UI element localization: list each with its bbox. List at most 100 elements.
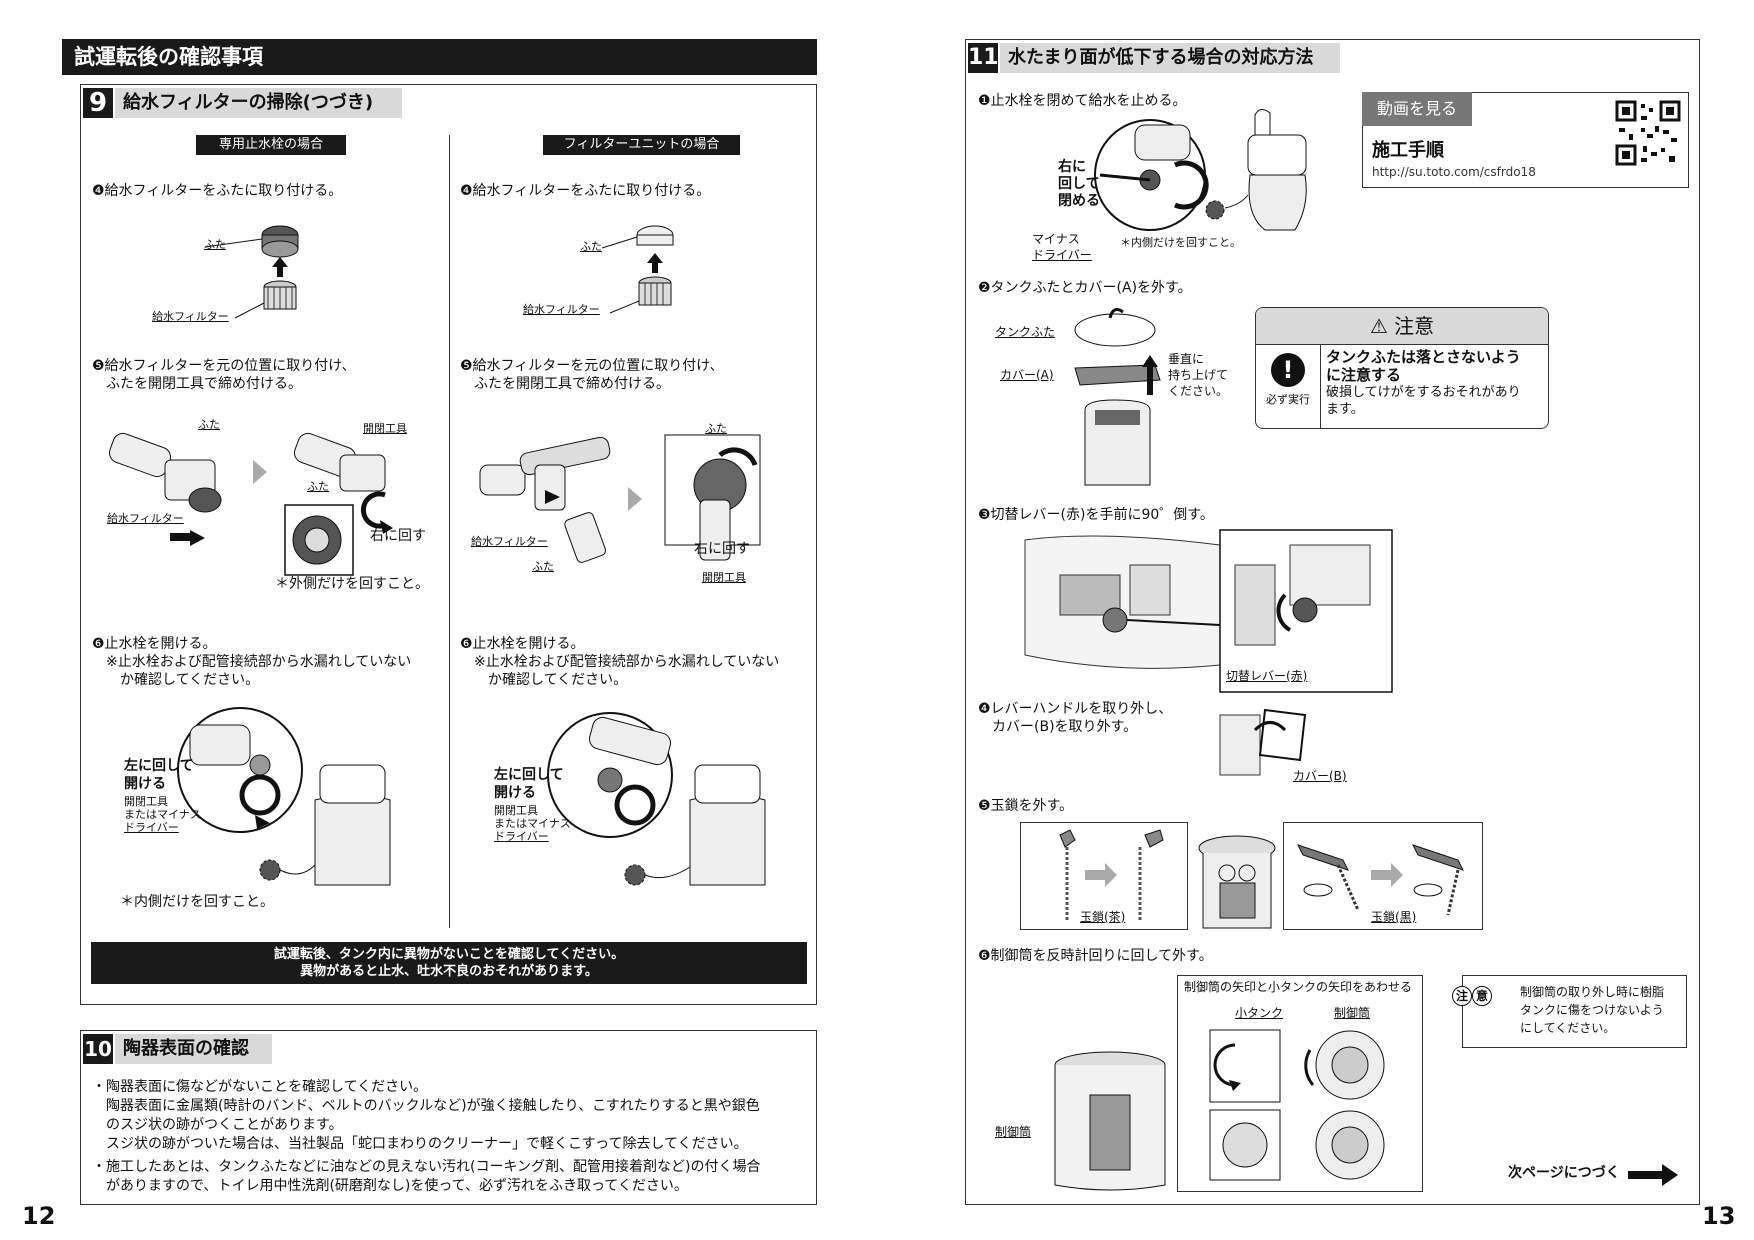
label-tankfuta: タンクふた bbox=[995, 325, 1056, 339]
step6-right-note2: か確認してください。 bbox=[488, 672, 628, 688]
r-step4-l2: カバー(B)を取り外す。 bbox=[992, 719, 1138, 735]
chain-panel-right bbox=[1283, 822, 1483, 930]
caution-text1: 破損してけがをするおそれがあり bbox=[1326, 385, 1521, 400]
filter-unit-illustration-right bbox=[479, 434, 761, 563]
label-kaihei-5a: 開閉工具 bbox=[363, 422, 407, 435]
section9-number: 9 bbox=[83, 88, 113, 118]
caution-bold2: に注意する bbox=[1326, 366, 1402, 384]
step5-left-line1: ❺給水フィルターを元の位置に取り付け、 bbox=[92, 358, 356, 374]
sec10-line3: のスジ状の跡がつくことがあります。 bbox=[106, 1117, 343, 1133]
next-arrow-icon bbox=[1628, 1164, 1678, 1186]
stopcock-filter-illustration-left bbox=[108, 432, 393, 576]
label-coverA: カバー(A) bbox=[1000, 368, 1054, 382]
label-futa-5b2: ふた bbox=[532, 560, 554, 573]
page-number-left: 12 bbox=[22, 1202, 56, 1230]
video-title: 施工手順 bbox=[1372, 140, 1444, 161]
note-l2: タンクに傷をつけないよう bbox=[1520, 1003, 1664, 1017]
r-step3: ❸切替レバー(赤)を手前に90゜倒す。 bbox=[978, 507, 1214, 523]
r-step5: ❺玉鎖を外す。 bbox=[978, 798, 1074, 814]
note-l3: にしてください。 bbox=[1520, 1021, 1616, 1035]
control-tube-tank-illustration bbox=[1054, 1051, 1166, 1191]
warning-line1: 試運転後、タンク内に異物がないことを確認してください。 bbox=[273, 947, 625, 962]
step4-left: ❹給水フィルターをふたに取り付ける。 bbox=[92, 183, 343, 199]
section9-title: 給水フィルターの掃除(つづき) bbox=[115, 88, 402, 118]
caution-bold1: タンクふたは落とさないよう bbox=[1326, 348, 1521, 366]
close-stopcock-illustration bbox=[1094, 109, 1307, 231]
video-url[interactable]: http://su.toto.com/csfrdo18 bbox=[1372, 165, 1536, 179]
label-futa-5a: ふた bbox=[198, 418, 220, 431]
section11-frame bbox=[965, 39, 1700, 1205]
label-vert2: 持ち上げて bbox=[1168, 368, 1229, 382]
label-migi2: 回して bbox=[1058, 176, 1100, 192]
label-chain-brown: 玉鎖(茶) bbox=[1080, 910, 1126, 924]
note-box bbox=[1462, 975, 1687, 1048]
label-filter-5a: 給水フィルター bbox=[107, 512, 184, 525]
note-badge2: 意 bbox=[1472, 986, 1492, 1006]
chain-brown-illustration bbox=[1059, 829, 1164, 920]
caution-box: ⚠ 注意 ! 必ず実行 タンクふたは落とさないよう に注意する 破損してけがをす… bbox=[1255, 307, 1549, 429]
r-note-inner: ＊内側だけを回すこと。 bbox=[1120, 236, 1241, 249]
label-migi3: 閉める bbox=[1058, 193, 1100, 209]
section-header: 試運転後の確認事項 bbox=[62, 39, 817, 75]
section11-number: 11 bbox=[968, 43, 999, 73]
lift-arrow-icon bbox=[1142, 355, 1158, 395]
section10-title: 陶器表面の確認 bbox=[115, 1034, 272, 1064]
step6-left: ❻止水栓を開ける。 bbox=[92, 636, 217, 652]
video-tag[interactable]: 動画を見る bbox=[1362, 92, 1472, 126]
step6-left-note1: ※止水栓および配管接続部から水漏れしていない bbox=[106, 654, 412, 670]
tank-lid-illustration bbox=[1074, 308, 1161, 486]
r-step6: ❻制御筒を反時計回りに回して外す。 bbox=[978, 948, 1213, 964]
label-hidari-2a: 開ける bbox=[124, 776, 166, 792]
label-hidari-1a: 左に回して bbox=[124, 758, 194, 774]
warning-line2: 異物があると止水、吐水不良のおそれがあります。 bbox=[300, 964, 598, 979]
label-tool-1a: 開閉工具 bbox=[124, 795, 168, 808]
qr-code-icon[interactable] bbox=[1615, 100, 1681, 166]
warning-triangle-icon: ⚠ bbox=[1369, 314, 1388, 338]
label-migi-5a: 右に回す bbox=[370, 528, 426, 544]
caution-body: タンクふたは落とさないよう に注意する 破損してけがをするおそれがあり ます。 bbox=[1326, 348, 1521, 418]
step6-right-note1: ※止水栓および配管接続部から水漏れしていない bbox=[474, 654, 780, 670]
caution-badge: 必ず実行 bbox=[1266, 393, 1310, 406]
step6-right: ❻止水栓を開ける。 bbox=[460, 636, 585, 652]
sec10-line1: ・陶器表面に傷などがないことを確認してください。 bbox=[92, 1079, 428, 1095]
label-vert3: ください。 bbox=[1168, 384, 1229, 398]
sec10-line4: スジ状の跡がついた場合は、当社製品「蛇口まわりのクリーナー」で軽くこすって除去し… bbox=[106, 1136, 748, 1152]
label-align: 制御筒の矢印と小タンクの矢印をあわせる bbox=[1184, 980, 1413, 994]
open-stopcock-illustration-left bbox=[177, 707, 391, 886]
label-migi-5b: 右に回す bbox=[694, 541, 750, 557]
label-filter-4b: 給水フィルター bbox=[523, 303, 600, 316]
step5-right-line2: ふたを開閉工具で締め付ける。 bbox=[474, 376, 670, 392]
note-inner-only-left: ＊内側だけを回すこと。 bbox=[120, 894, 274, 910]
caution-text2: ます。 bbox=[1326, 402, 1364, 417]
video-box bbox=[1362, 92, 1689, 188]
caution-header-text: 注意 bbox=[1394, 314, 1435, 338]
label-seigyo-tank: 制御筒 bbox=[995, 1125, 1032, 1139]
label-tool-3b: ドライバー bbox=[494, 830, 549, 843]
sec10-line2: 陶器表面に金属類(時計のバンド、ベルトのバックルなど)が強く接触したり、こすれた… bbox=[106, 1098, 760, 1114]
note-outer-only: ＊外側だけを回すこと。 bbox=[275, 576, 429, 592]
label-seigyo: 制御筒 bbox=[1334, 1006, 1371, 1020]
label-minus2: ドライバー bbox=[1032, 248, 1092, 262]
r-step4-l1: ❹レバーハンドルを取り外し、 bbox=[978, 701, 1173, 717]
sec10-line5: ・施工したあとは、タンクふたなどに油などの見えない汚れ(コーキング剤、配管用接着… bbox=[92, 1159, 761, 1175]
section10-frame bbox=[80, 1030, 817, 1205]
chain-panel-left bbox=[1020, 822, 1188, 930]
next-page-text: 次ページにつづく bbox=[1508, 1165, 1620, 1181]
r-step1: ❶止水栓を閉めて給水を止める。 bbox=[978, 93, 1187, 109]
step4-right: ❹給水フィルターをふたに取り付ける。 bbox=[460, 183, 711, 199]
step5-right-line1: ❺給水フィルターを元の位置に取り付け、 bbox=[460, 358, 724, 374]
note-l1: 制御筒の取り外し時に樹脂 bbox=[1520, 985, 1665, 999]
section9-frame bbox=[80, 84, 817, 1005]
caution-badge-cell: ! 必ず実行 bbox=[1256, 345, 1321, 428]
label-tool-1b: 開閉工具 bbox=[494, 804, 538, 817]
label-vert1: 垂直に bbox=[1168, 352, 1205, 366]
label-tool-2a: またはマイナス bbox=[124, 808, 201, 821]
label-small-tank: 小タンク bbox=[1235, 1006, 1284, 1020]
column-label-stopcock: 専用止水栓の場合 bbox=[196, 135, 346, 155]
section11-title: 水たまり面が低下する場合の対応方法 bbox=[1000, 43, 1340, 73]
filter-cap-illustration-right bbox=[601, 225, 674, 314]
exclamation-circle-icon: ! bbox=[1271, 353, 1305, 387]
column-label-filter-unit: フィルターユニットの場合 bbox=[543, 135, 740, 155]
lever-illustration bbox=[1024, 529, 1393, 693]
alignment-detail-illustration bbox=[1209, 1029, 1385, 1181]
